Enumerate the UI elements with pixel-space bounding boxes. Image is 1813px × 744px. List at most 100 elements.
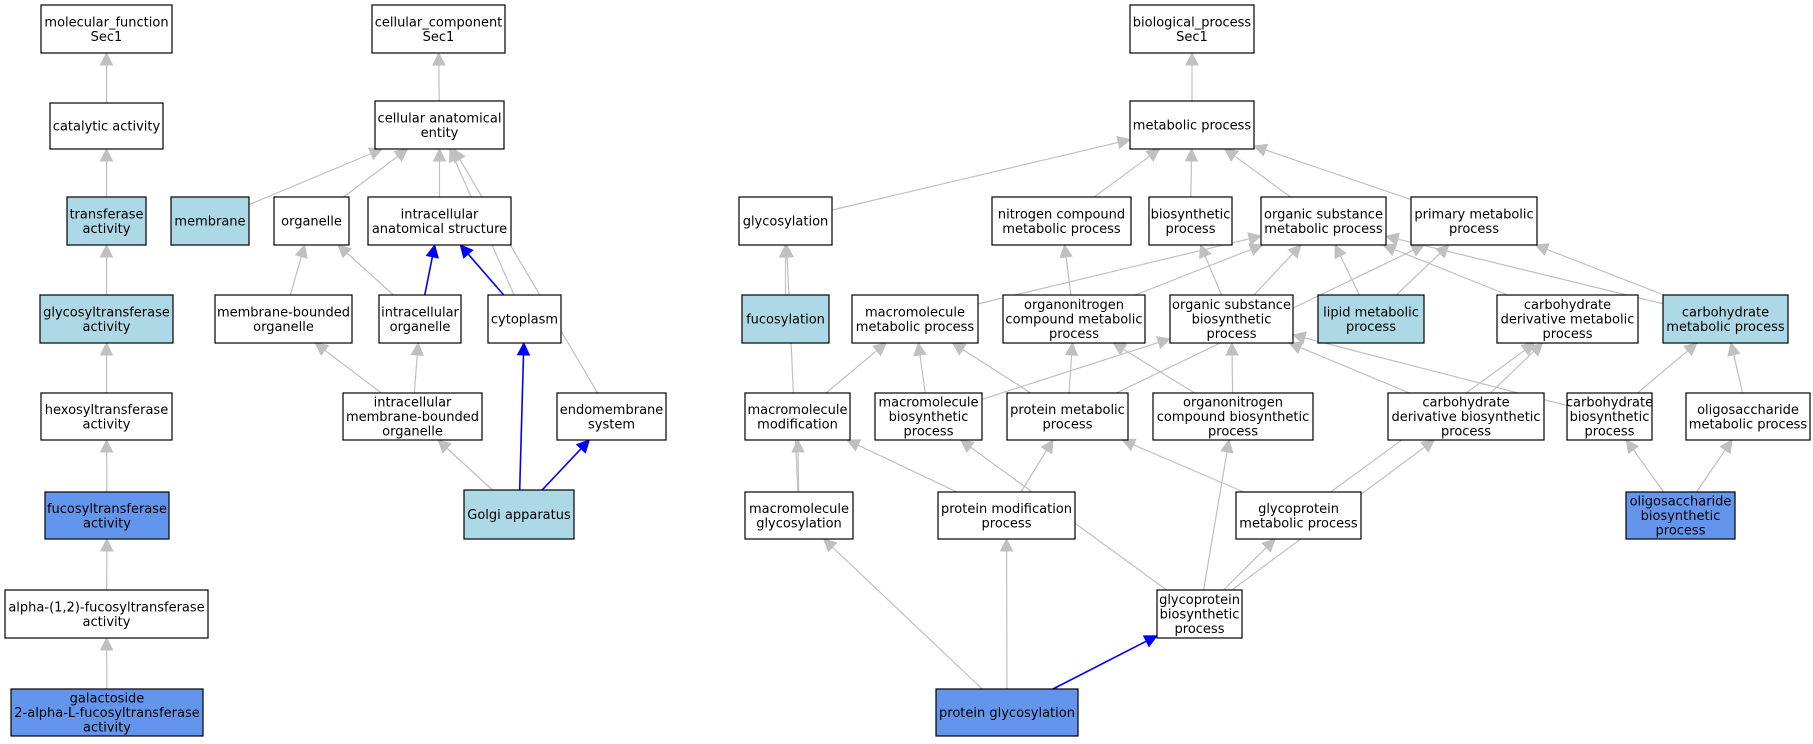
edge-cdbp-to-osbp: [1288, 341, 1410, 394]
arrowhead-icon: [314, 342, 330, 356]
edge-oligomp-to-chmp: [1727, 341, 1744, 394]
node-galact[interactable]: galactoside2-alpha-L-fucosyltransferasea…: [10, 688, 204, 737]
node-label: primary metabolic: [1414, 207, 1533, 222]
node-cyto[interactable]: cytoplasm: [487, 294, 562, 344]
node-label: anatomical structure: [372, 222, 507, 237]
arrowhead-icon: [1420, 439, 1436, 453]
edge-gpbp-to-gpmp: [1223, 538, 1276, 591]
arrowhead-icon: [1520, 342, 1536, 356]
edge-membrane-to-cae: [248, 147, 384, 206]
edge-oncbp-to-oncmp: [1112, 342, 1195, 394]
edge-lmp-to-pmp: [1395, 244, 1450, 296]
node-label: biosynthetic: [1570, 410, 1650, 425]
node-label: system: [588, 417, 635, 432]
arrowhead-icon: [1220, 438, 1234, 454]
edge-line: [289, 256, 302, 296]
arrowhead-icon: [951, 342, 967, 356]
arrowhead-icon: [1199, 243, 1212, 260]
node-box: [1235, 491, 1362, 540]
node-glycosylation[interactable]: glycosylation: [738, 196, 833, 246]
node-label: protein modification: [941, 502, 1072, 517]
arrowhead-icon: [1288, 341, 1304, 355]
edge-cae-to-cc: [432, 51, 446, 102]
node-label: process: [904, 425, 954, 440]
arrowhead-icon: [432, 51, 446, 66]
node-pglyc[interactable]: protein glycosylation: [935, 688, 1079, 737]
edge-line: [1231, 354, 1234, 394]
node-golgi[interactable]: Golgi apparatus: [463, 489, 575, 540]
node-cat[interactable]: catalytic activity: [49, 102, 164, 150]
node-organelle[interactable]: organelle: [273, 196, 350, 246]
node-label: organic substance: [1172, 298, 1291, 313]
arrowhead-icon: [1225, 341, 1239, 356]
node-label: oligosaccharide: [1630, 495, 1732, 510]
node-box: [40, 392, 173, 441]
arrowhead-icon: [1334, 243, 1347, 260]
node-metab[interactable]: metabolic process: [1129, 100, 1255, 150]
node-label: carbohydrate: [1566, 396, 1653, 411]
arrowhead-icon: [367, 147, 384, 161]
edge-line: [541, 448, 582, 491]
arrowhead-icon: [959, 439, 975, 453]
node-label: process: [1049, 327, 1099, 342]
arrowhead-icon: [791, 438, 805, 453]
node-box: [1169, 294, 1294, 344]
edge-line: [1339, 255, 1360, 296]
edge-line: [423, 256, 434, 296]
arrowhead-icon: [1252, 143, 1269, 157]
node-fucosylation[interactable]: fucosylation: [741, 294, 830, 344]
node-label: derivative biosynthetic: [1391, 410, 1540, 425]
node-box: [10, 688, 204, 737]
arrowhead-icon: [1248, 243, 1264, 256]
node-label: biological_process: [1133, 15, 1252, 30]
node-box: [935, 688, 1079, 737]
edge-gpmp-to-protmp: [1121, 438, 1244, 493]
edge-mbp-to-mmp: [913, 341, 927, 394]
node-membrane[interactable]: membrane: [170, 196, 250, 246]
node-box: [1387, 392, 1545, 441]
node-label: biosynthetic: [1192, 313, 1272, 328]
node-box: [66, 196, 147, 246]
edge-line: [1394, 248, 1508, 296]
edge-line: [1546, 248, 1665, 296]
node-box: [1006, 392, 1129, 441]
edge-line: [1093, 155, 1151, 198]
edge-line: [962, 348, 1032, 394]
